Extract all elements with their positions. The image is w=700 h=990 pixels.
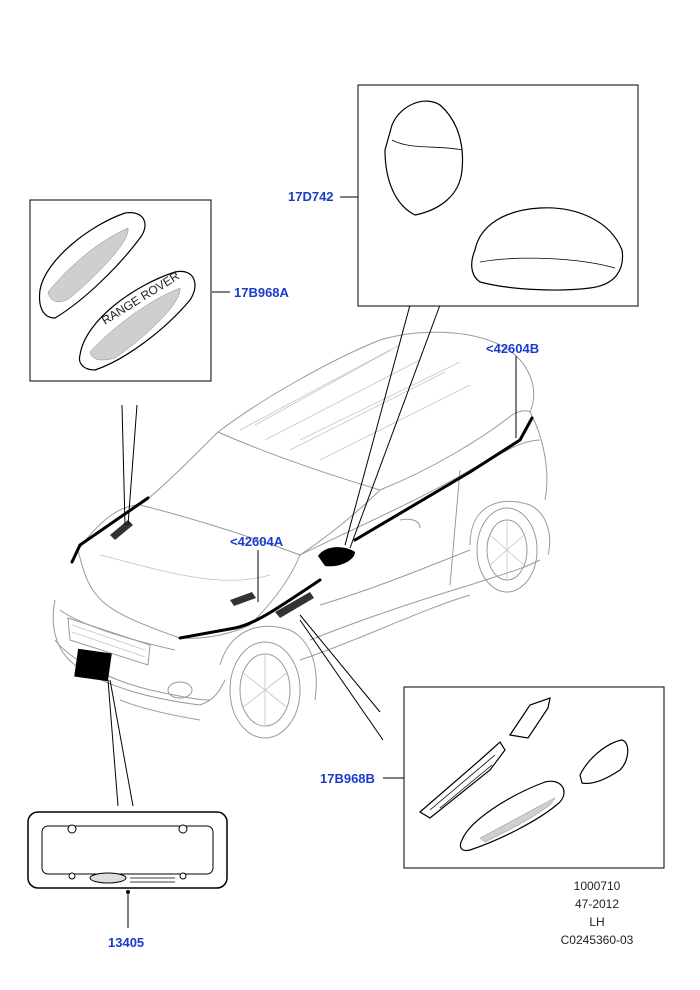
side-vent-insert — [579, 739, 629, 785]
plate-frame-badge — [89, 872, 127, 884]
hood-vent-on-car-left — [110, 520, 133, 540]
vehicle-illustration — [52, 331, 551, 739]
mirror-cap-on-car — [318, 547, 355, 567]
diagram-meta: 1000710 47-2012 LH C0245360-03 — [561, 879, 634, 947]
body-trim-strips — [70, 416, 534, 682]
side-vent-cover — [459, 780, 565, 852]
meta-line-3: LH — [589, 915, 604, 929]
front-plate-mount — [74, 648, 112, 682]
hood-vents-panel: RANGE ROVER — [29, 199, 212, 382]
meta-line-4: C0245360-03 — [561, 933, 634, 947]
callout-plate-frame: 13405 — [108, 935, 144, 950]
hood-trim-front — [178, 578, 322, 640]
leader-lines — [107, 196, 517, 928]
meta-line-2: 47-2012 — [575, 897, 619, 911]
plate-frame-inner — [41, 825, 214, 875]
mirror-cap-front — [384, 100, 464, 216]
callout-side-vents: 17B968B — [320, 771, 375, 786]
plate-frame-panel — [27, 811, 228, 894]
mirror-caps-panel — [357, 84, 639, 307]
hood-vent-on-car-right — [230, 592, 256, 606]
callout-labels: 17D742 17B968A <42604B <42604A 17B968B 1… — [108, 189, 539, 950]
callout-hood-vents: 17B968A — [234, 285, 290, 300]
side-vent-bracket — [418, 741, 506, 819]
callout-roof-trim: <42604B — [486, 341, 539, 356]
side-vent-on-car — [275, 592, 314, 618]
roof-trim — [353, 416, 534, 542]
side-vents-panel — [403, 686, 665, 869]
meta-line-1: 1000710 — [574, 879, 621, 893]
callout-hood-trim: <42604A — [230, 534, 284, 549]
mirror-cap-side — [471, 207, 624, 291]
callout-mirror-caps: 17D742 — [288, 189, 334, 204]
plate-frame-outer — [27, 811, 228, 889]
hood-trim-left — [70, 496, 150, 564]
side-vent-clip — [508, 697, 551, 739]
